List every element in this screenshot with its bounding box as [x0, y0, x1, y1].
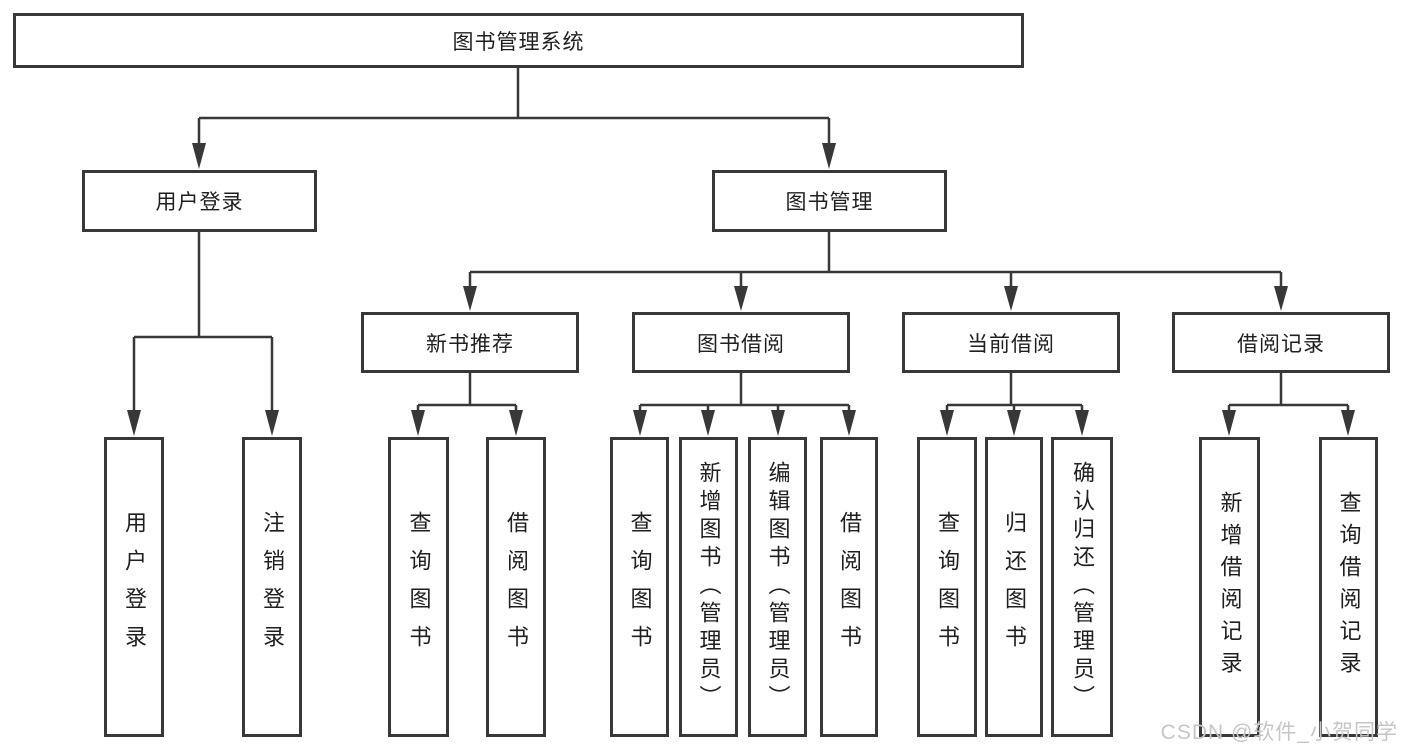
node-label: 图书借阅 [697, 332, 785, 356]
node-current-borrowing: 当前借阅 [902, 312, 1120, 373]
node-label: 归还图书 [1002, 511, 1027, 663]
leaf-add-books-admin: 新增图书（管理员） [679, 437, 738, 737]
node-label: 新增借阅记录 [1217, 491, 1243, 683]
node-label: 图书管理系统 [452, 30, 585, 54]
node-label: 当前借阅 [967, 332, 1055, 356]
node-label: 查询图书 [406, 511, 432, 663]
node-new-book-recommendation: 新书推荐 [361, 312, 579, 373]
node-label: 借阅图书 [837, 511, 862, 663]
node-label: 图书管理 [785, 191, 874, 214]
node-label: 查询图书 [627, 511, 653, 663]
leaf-query-books-borrowing: 查询图书 [610, 437, 669, 737]
node-label: 注销登录 [260, 511, 285, 663]
node-label: 确认归还（管理员） [1070, 461, 1095, 713]
leaf-borrow-books: 借阅图书 [820, 437, 878, 737]
node-label: 查询图书 [935, 511, 960, 663]
leaf-query-books-recommend: 查询图书 [388, 437, 449, 737]
node-label: 查询借阅记录 [1336, 491, 1362, 683]
node-user-login-branch: 用户登录 [82, 170, 317, 232]
leaf-logout: 注销登录 [242, 437, 302, 737]
leaf-edit-books-admin: 编辑图书（管理员） [748, 437, 807, 737]
leaf-return-books: 归还图书 [985, 437, 1043, 737]
node-borrowing-records: 借阅记录 [1172, 312, 1390, 373]
leaf-user-login: 用户登录 [104, 437, 164, 737]
node-library-management-system: 图书管理系统 [13, 13, 1024, 68]
leaf-query-books-current: 查询图书 [917, 437, 977, 737]
leaf-borrow-books-recommend: 借阅图书 [486, 437, 546, 737]
node-label: 编辑图书（管理员） [765, 461, 791, 713]
node-label: 用户登录 [122, 511, 147, 663]
node-label: 用户登录 [155, 191, 244, 214]
node-book-borrowing: 图书借阅 [632, 312, 850, 373]
csdn-watermark: CSDN @软件_小贺同学 [1160, 721, 1398, 744]
node-label: 借阅图书 [504, 511, 529, 663]
leaf-add-borrow-record: 新增借阅记录 [1199, 437, 1260, 737]
node-label: 新增图书（管理员） [696, 461, 722, 713]
leaf-query-borrow-record: 查询借阅记录 [1319, 437, 1378, 737]
leaf-confirm-return-admin: 确认归还（管理员） [1051, 437, 1113, 737]
node-label: 借阅记录 [1237, 332, 1325, 356]
node-label: 新书推荐 [426, 332, 514, 356]
node-book-management: 图书管理 [712, 170, 947, 232]
